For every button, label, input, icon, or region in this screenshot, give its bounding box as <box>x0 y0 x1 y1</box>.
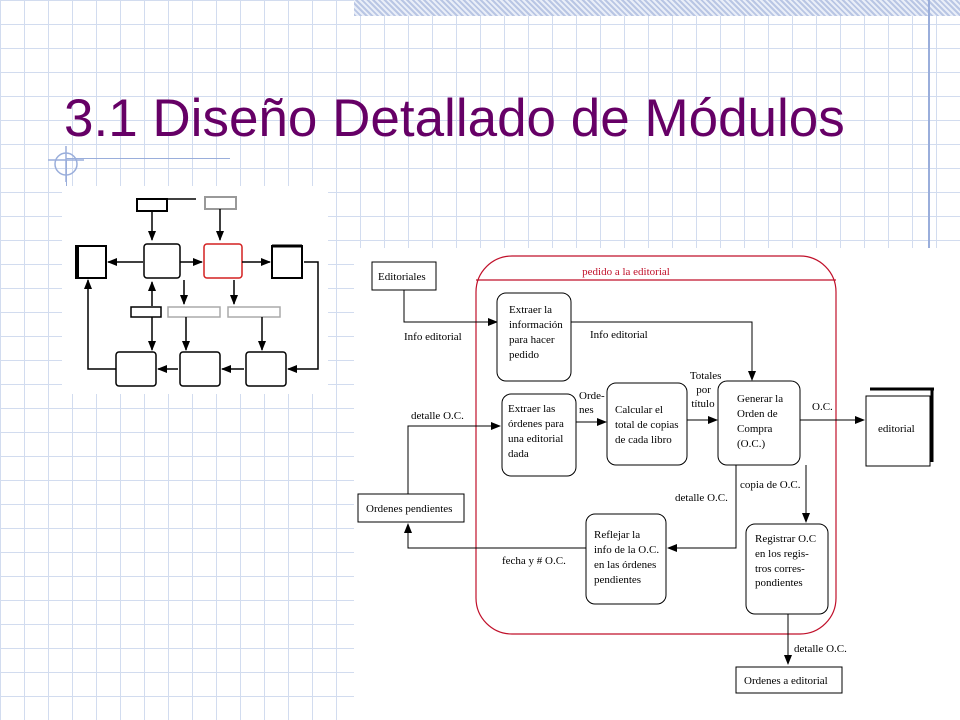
flow-label-copia-oc: copia de O.C. <box>740 479 801 491</box>
thumb-input-bar <box>204 196 237 210</box>
source-editoriales <box>371 261 437 291</box>
process-registrar-oc <box>745 523 829 615</box>
process-reflejar-info-label: Reflejar la info de la O.C. en las órden… <box>594 529 662 586</box>
thumb-input-bar <box>136 198 168 212</box>
thumb-store-bar <box>227 306 281 318</box>
flow-arrow <box>667 465 737 552</box>
thumb-store-bar <box>167 306 221 318</box>
module-boundary <box>475 255 837 635</box>
title-bar-pattern <box>354 0 960 16</box>
store-ordenes-pendientes-label: Ordenes pendientes <box>366 503 452 515</box>
right-accent-line <box>928 0 930 248</box>
sink-editorial-label: editorial <box>878 423 915 435</box>
process-generar-orden-label: Generar la Orden de Compra (O.C.) <box>737 393 786 450</box>
flow-label-info-editorial-in: Info editorial <box>404 331 462 343</box>
thumb-source-box <box>75 245 107 279</box>
process-reflejar-info <box>585 513 667 605</box>
thumb-process-box <box>115 351 157 387</box>
process-extraer-ordenes <box>501 393 577 477</box>
flow-label-fecha-oc: fecha y # O.C. <box>502 555 566 567</box>
boundary-label: pedido a la editorial <box>582 266 670 278</box>
flow-label-detalle-oc-mid: detalle O.C. <box>675 492 728 504</box>
thumb-sink-box <box>271 245 303 279</box>
flow-label-totales: Totales por título <box>690 370 724 410</box>
crosshair-icon <box>48 146 84 182</box>
process-extraer-ordenes-label: Extraer las órdenes para una editorial d… <box>508 403 567 460</box>
thumb-process-box <box>179 351 221 387</box>
thumb-highlighted-box <box>203 243 243 279</box>
thumb-process-box <box>143 243 181 279</box>
process-generar-orden <box>717 380 801 466</box>
flow-label-oc-out: O.C. <box>812 401 833 413</box>
title-underline <box>66 158 230 159</box>
flow-arrow <box>571 321 756 381</box>
overview-thumbnail <box>62 186 328 394</box>
thumb-store-bar <box>130 306 162 318</box>
process-calcular-total <box>606 382 688 466</box>
flow-label-ordenes: Orde- nes <box>579 390 607 416</box>
flow-label-detalle-oc-bottom: detalle O.C. <box>794 643 847 655</box>
store-ordenes-pendientes <box>357 493 465 523</box>
process-calcular-total-label: Calcular el total de copias de cada libr… <box>615 404 681 446</box>
flow-arrow <box>404 523 586 549</box>
flow-arrow <box>403 290 498 326</box>
sink-editorial <box>865 395 931 467</box>
store-ordenes-a-editorial-label: Ordenes a editorial <box>744 675 828 687</box>
flow-label-info-editorial-out: Info editorial <box>590 329 648 341</box>
process-registrar-oc-label: Registrar O.C en los regis- tros corres-… <box>755 533 819 589</box>
store-ordenes-a-editorial <box>735 666 843 694</box>
process-extraer-informacion <box>496 292 572 382</box>
flow-label-detalle-oc-left: detalle O.C. <box>411 410 464 422</box>
diagram-background <box>354 248 960 720</box>
flow-arrow <box>407 422 501 494</box>
process-extraer-informacion-label: Extraer la información para hacer pedido <box>509 304 566 361</box>
thumb-process-box <box>245 351 287 387</box>
slide-title: 3.1 Diseño Detallado de Módulos <box>64 89 845 148</box>
source-editoriales-label: Editoriales <box>378 271 426 283</box>
